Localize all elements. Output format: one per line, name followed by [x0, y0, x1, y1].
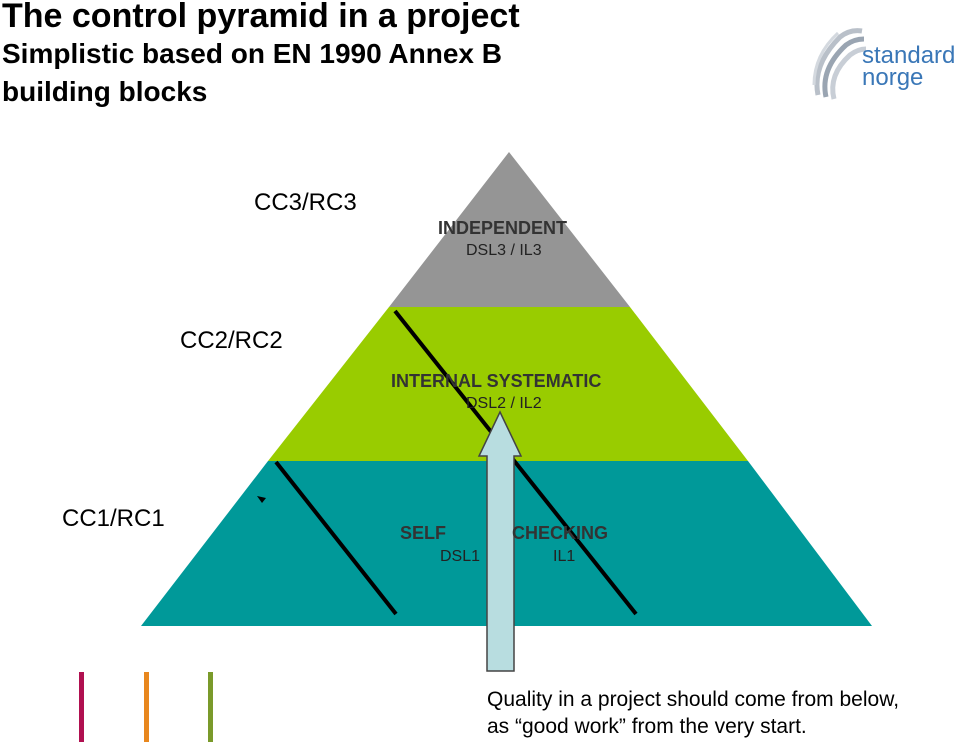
accent-bar-orange [144, 672, 149, 742]
page-title: The control pyramid in a project [2, 0, 520, 35]
level-top-heading: INDEPENDENT [438, 218, 568, 238]
upward-arrow [477, 410, 523, 672]
level-middle-sub: DSL2 / IL2 [466, 395, 542, 412]
diagonal-line-right [393, 309, 638, 616]
level-bottom-heading-left: SELF [400, 523, 447, 543]
level-top-sub: DSL3 / IL3 [466, 242, 542, 259]
quality-note-line-2: as “good work” from the very start. [487, 715, 807, 738]
small-marker-icon [257, 496, 266, 503]
standard-norge-logo: standard norge [810, 25, 960, 105]
page-subtitle: Simplistic based on EN 1990 Annex B buil… [2, 38, 502, 114]
pyramid-middle-tier [268, 307, 748, 461]
diagonal-line-left [274, 460, 398, 616]
accent-bar-olive [208, 672, 213, 742]
class-label-top: CC3/RC3 [254, 189, 357, 216]
level-middle-heading: INTERNAL SYSTEMATIC [391, 371, 602, 391]
logo-wordmark: standard norge [862, 42, 956, 91]
logo-line-1: standard [862, 42, 956, 69]
logo-line-2: norge [862, 64, 924, 91]
class-label-bottom: CC1/RC1 [62, 505, 165, 532]
subtitle-line-1: Simplistic based on EN 1990 Annex B [2, 38, 503, 69]
level-bottom-heading-right: CHECKING [512, 523, 609, 543]
accent-bar-magenta [79, 672, 84, 742]
pyramid-top-tier [389, 152, 630, 307]
quality-note: Quality in a project should come from be… [487, 686, 899, 740]
class-label-middle: CC2/RC2 [180, 327, 283, 354]
level-bottom-sub-left: DSL1 [440, 548, 481, 565]
logo-swoosh-icon [812, 28, 867, 100]
quality-note-line-1: Quality in a project should come from be… [487, 688, 900, 711]
subtitle-line-2: building blocks [2, 76, 208, 107]
level-bottom-sub-right: IL1 [553, 548, 576, 565]
